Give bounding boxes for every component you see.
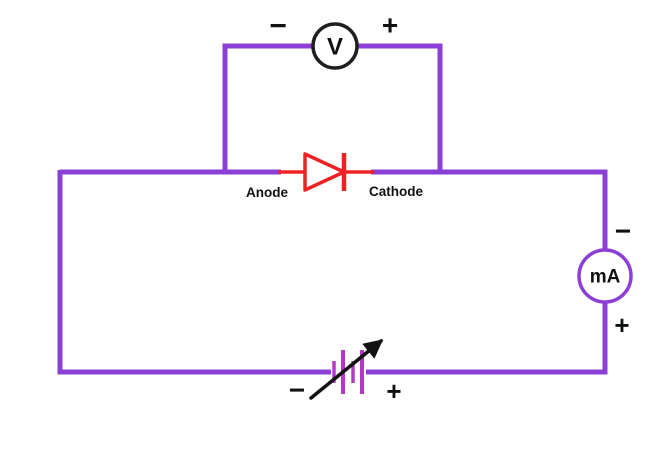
voltmeter-symbol: V — [327, 34, 343, 61]
ammeter-circle — [577, 248, 633, 304]
voltmeter-minus-sign: − — [269, 10, 287, 43]
ammeter: mA − + — [577, 216, 633, 340]
ammeter-minus-sign: − — [615, 216, 631, 247]
diode-triangle — [303, 152, 346, 192]
variable-source: − + — [289, 339, 402, 406]
wire-bottom-right — [366, 302, 608, 375]
wire-left-and-bottom — [57, 170, 331, 375]
voltmeter: V − + — [269, 10, 398, 70]
anode-label: Anode — [246, 185, 288, 200]
cathode-label: Cathode — [369, 184, 423, 199]
diode: Anode Cathode — [246, 152, 423, 200]
ammeter-symbol: mA — [590, 267, 621, 288]
voltmeter-plus-sign: + — [382, 10, 398, 41]
wire-voltmeter-right — [357, 43, 443, 172]
ammeter-plus-sign: + — [614, 310, 629, 340]
voltmeter-circle — [311, 22, 359, 70]
wires — [57, 43, 608, 375]
wire-top-right — [371, 169, 608, 251]
variable-arrow — [309, 339, 384, 400]
source-minus-sign: − — [289, 375, 305, 406]
wire-voltmeter-left — [222, 43, 313, 172]
source-plus-sign: + — [386, 376, 401, 406]
